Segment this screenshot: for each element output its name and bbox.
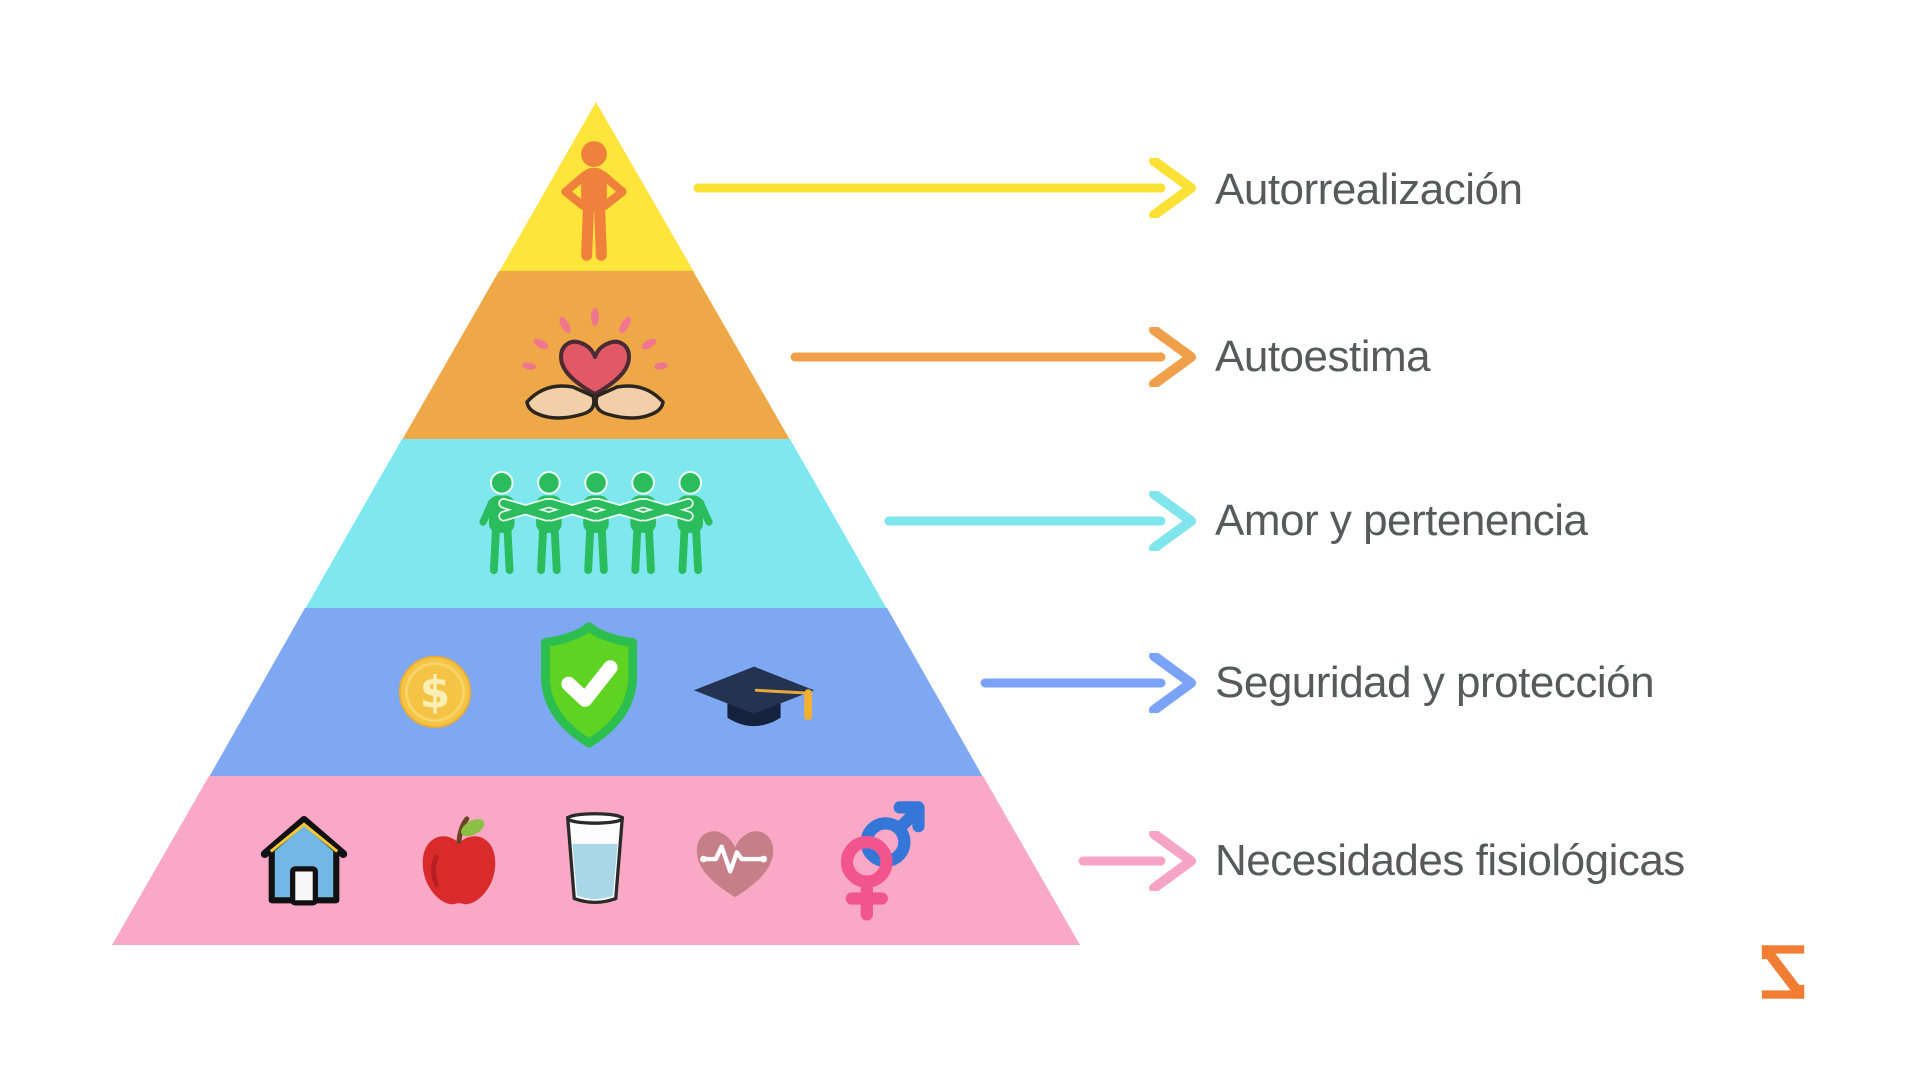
water	[572, 843, 618, 900]
door	[290, 866, 318, 906]
label-necesidades-fisiologicas: Necesidades fisiológicas	[1215, 836, 1685, 885]
checkmark	[561, 660, 618, 707]
label-autoestima: Autoestima	[1215, 332, 1431, 381]
shield-check-icon	[541, 622, 637, 748]
hourglass-z-logo-icon	[1761, 945, 1805, 999]
stem	[456, 816, 470, 844]
heart-in-hands-icon	[522, 308, 668, 420]
graduation-cap-icon	[693, 666, 815, 727]
gender-symbols-icon	[840, 801, 925, 921]
arrow-autoestima	[790, 327, 1196, 387]
water-glass-icon	[566, 812, 624, 905]
label-amor-y-pertenencia: Amor y pertenencia	[1215, 496, 1588, 545]
arrow-seguridad-y-proteccion	[980, 653, 1196, 713]
house-icon	[260, 816, 348, 906]
leaf	[461, 819, 485, 837]
female-symbol	[840, 836, 893, 921]
label-seguridad-y-proteccion: Seguridad y protección	[1215, 658, 1655, 707]
five-people-arm-in-arm-icon	[479, 470, 713, 575]
arrow-amor-y-pertenencia	[884, 491, 1196, 551]
arrow-autorrealizacion	[693, 158, 1196, 218]
arrow-necesidades-fisiologicas	[1078, 831, 1196, 891]
male-symbol	[860, 801, 925, 868]
heart-shape	[559, 339, 631, 396]
ekg-line	[701, 844, 766, 874]
label-autorrealizacion: Autorrealización	[1215, 165, 1523, 214]
tassel	[804, 694, 813, 720]
standing-person-icon	[561, 141, 627, 261]
heart-pulse-icon	[696, 831, 774, 898]
apple-icon	[422, 816, 496, 905]
dollar-coin-icon: $	[398, 655, 472, 729]
dollar-sign: $	[420, 667, 450, 718]
